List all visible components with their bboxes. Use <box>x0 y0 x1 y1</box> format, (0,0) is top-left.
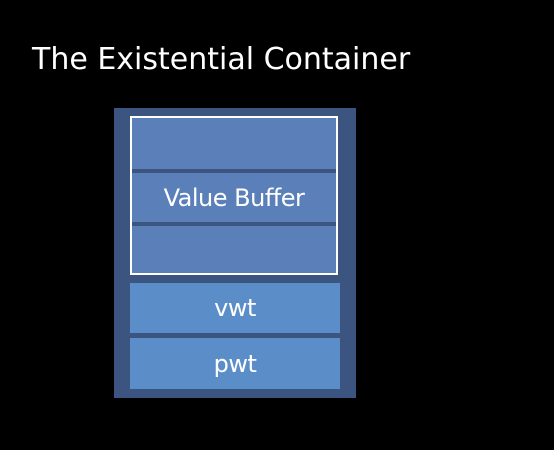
existential-container: Value Buffer vwt pwt <box>114 108 356 398</box>
pwt-slot: pwt <box>130 338 340 389</box>
value-buffer-word-1 <box>132 118 336 169</box>
value-buffer-label: Value Buffer <box>163 183 305 212</box>
vwt-label: vwt <box>214 294 256 322</box>
vwt-slot: vwt <box>130 283 340 333</box>
slide-title: The Existential Container <box>32 42 411 77</box>
value-buffer-word-3 <box>132 226 336 273</box>
value-buffer: Value Buffer <box>130 116 338 275</box>
pwt-label: pwt <box>213 349 257 378</box>
value-buffer-word-2: Value Buffer <box>132 173 336 222</box>
